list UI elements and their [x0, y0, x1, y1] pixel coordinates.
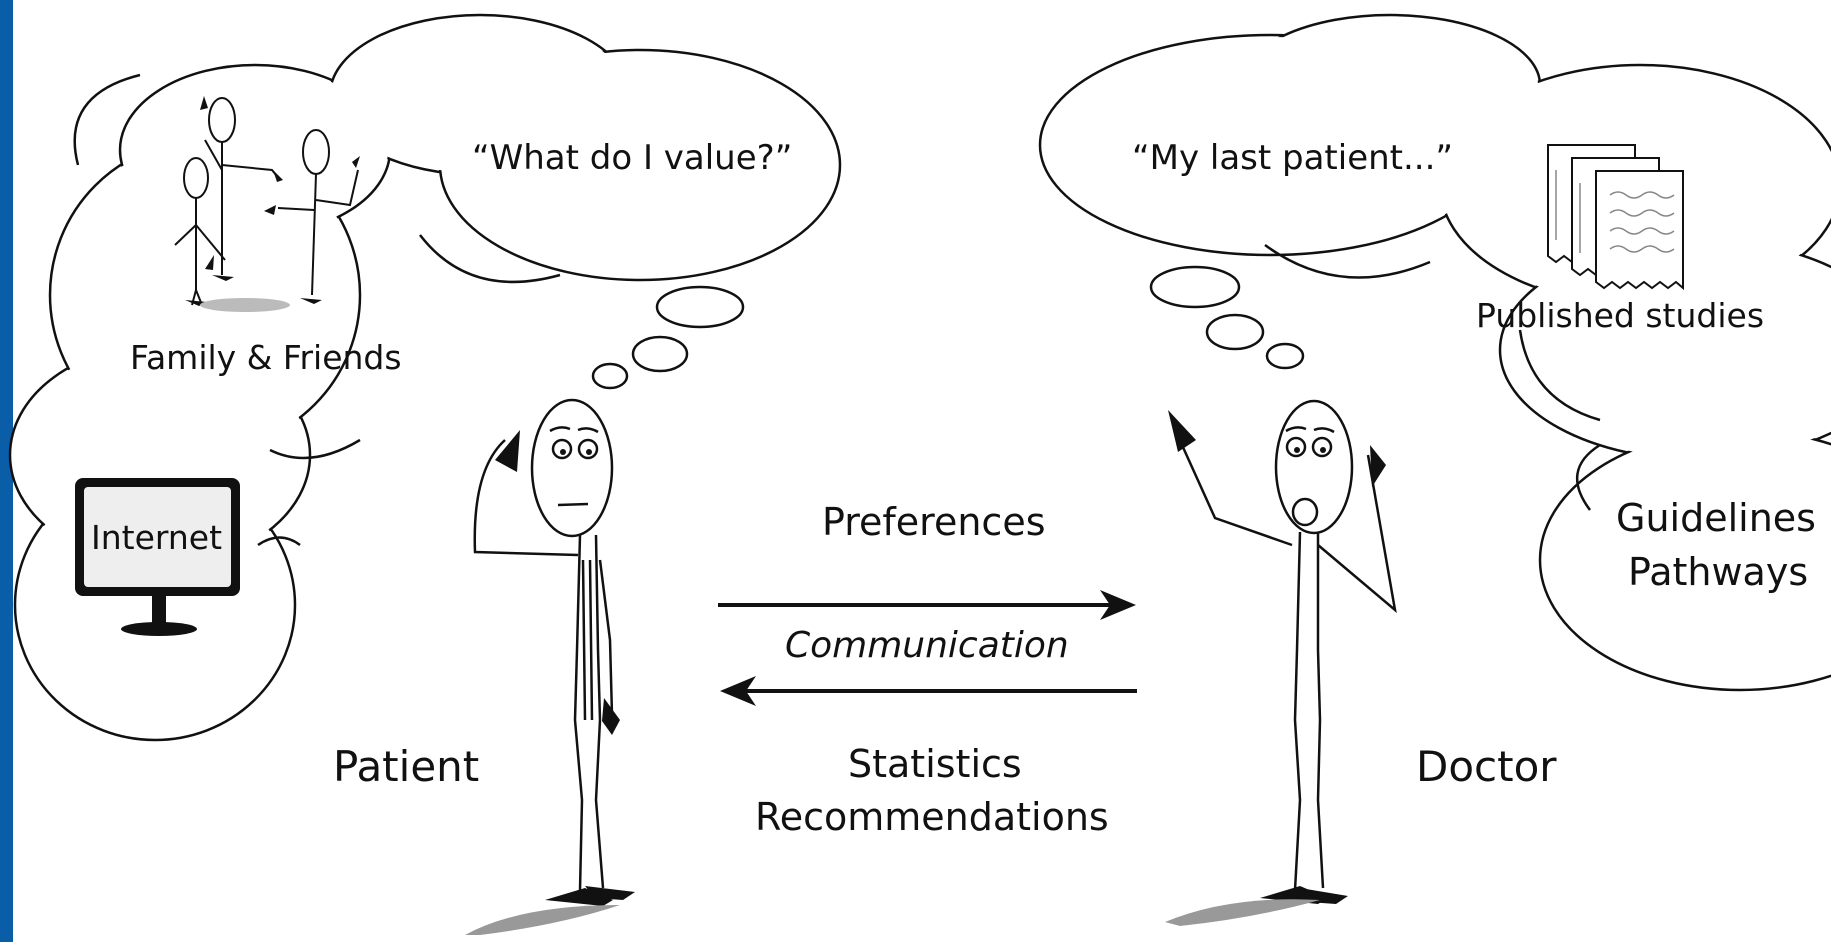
preferences-label: Preferences: [822, 500, 1046, 544]
thought-bubble-small: [591, 362, 629, 390]
pathways-label: Pathways: [1628, 550, 1809, 594]
statistics-arrow: [720, 676, 1137, 706]
stick-figures-group-icon: [174, 96, 360, 312]
communication-label: Communication: [785, 625, 1069, 666]
doctor-name-label: Doctor: [1416, 742, 1557, 791]
thought-bubble-medium: [631, 335, 689, 373]
preferences-arrow: [718, 590, 1136, 620]
left-accent-bar: [0, 0, 13, 942]
doctor-thought-text: “My last patient...”: [1132, 138, 1454, 178]
patient-name-label: Patient: [333, 742, 480, 791]
published-studies-label: Published studies: [1476, 296, 1765, 335]
thought-bubble-small: [1265, 342, 1305, 370]
computer-monitor-icon: [75, 478, 240, 636]
family-friends-label: Family & Friends: [130, 338, 402, 377]
document-stack-icon: [1547, 144, 1684, 291]
thought-bubble-large: [655, 285, 745, 329]
statistics-label: Statistics: [848, 742, 1022, 786]
guidelines-label: Guidelines: [1616, 496, 1816, 540]
internet-label: Internet: [91, 518, 223, 557]
doctor-figure: [1165, 399, 1397, 926]
recommendations-label: Recommendations: [755, 795, 1109, 839]
patient-thought-text: “What do I value?”: [472, 138, 793, 178]
thought-bubble-medium: [1205, 313, 1265, 351]
thought-bubble-large: [1149, 265, 1241, 309]
patient-figure: [465, 398, 635, 935]
